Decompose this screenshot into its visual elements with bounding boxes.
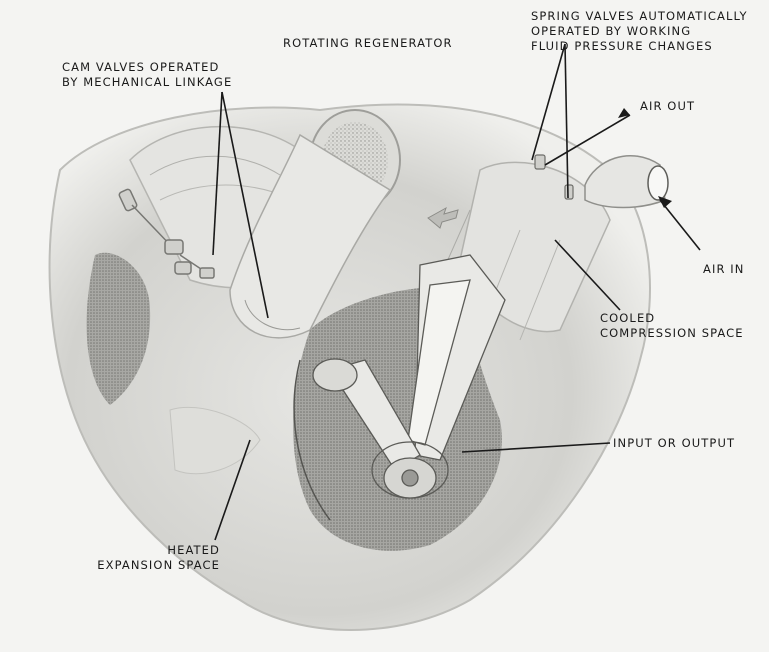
label-input-output: INPUT OR OUTPUT	[613, 436, 735, 451]
label-cam-valves: CAM VALVES OPERATED BY MECHANICAL LINKAG…	[62, 60, 232, 90]
label-cooled-compression: COOLED COMPRESSION SPACE	[600, 311, 744, 341]
label-rotating-regenerator: ROTATING REGENERATOR	[283, 36, 453, 51]
label-air-in: AIR IN	[703, 262, 745, 277]
label-air-out: AIR OUT	[640, 99, 695, 114]
label-heated-expansion: HEATED EXPANSION SPACE	[55, 543, 220, 573]
label-spring-valves: SPRING VALVES AUTOMATICALLY OPERATED BY …	[531, 9, 748, 54]
